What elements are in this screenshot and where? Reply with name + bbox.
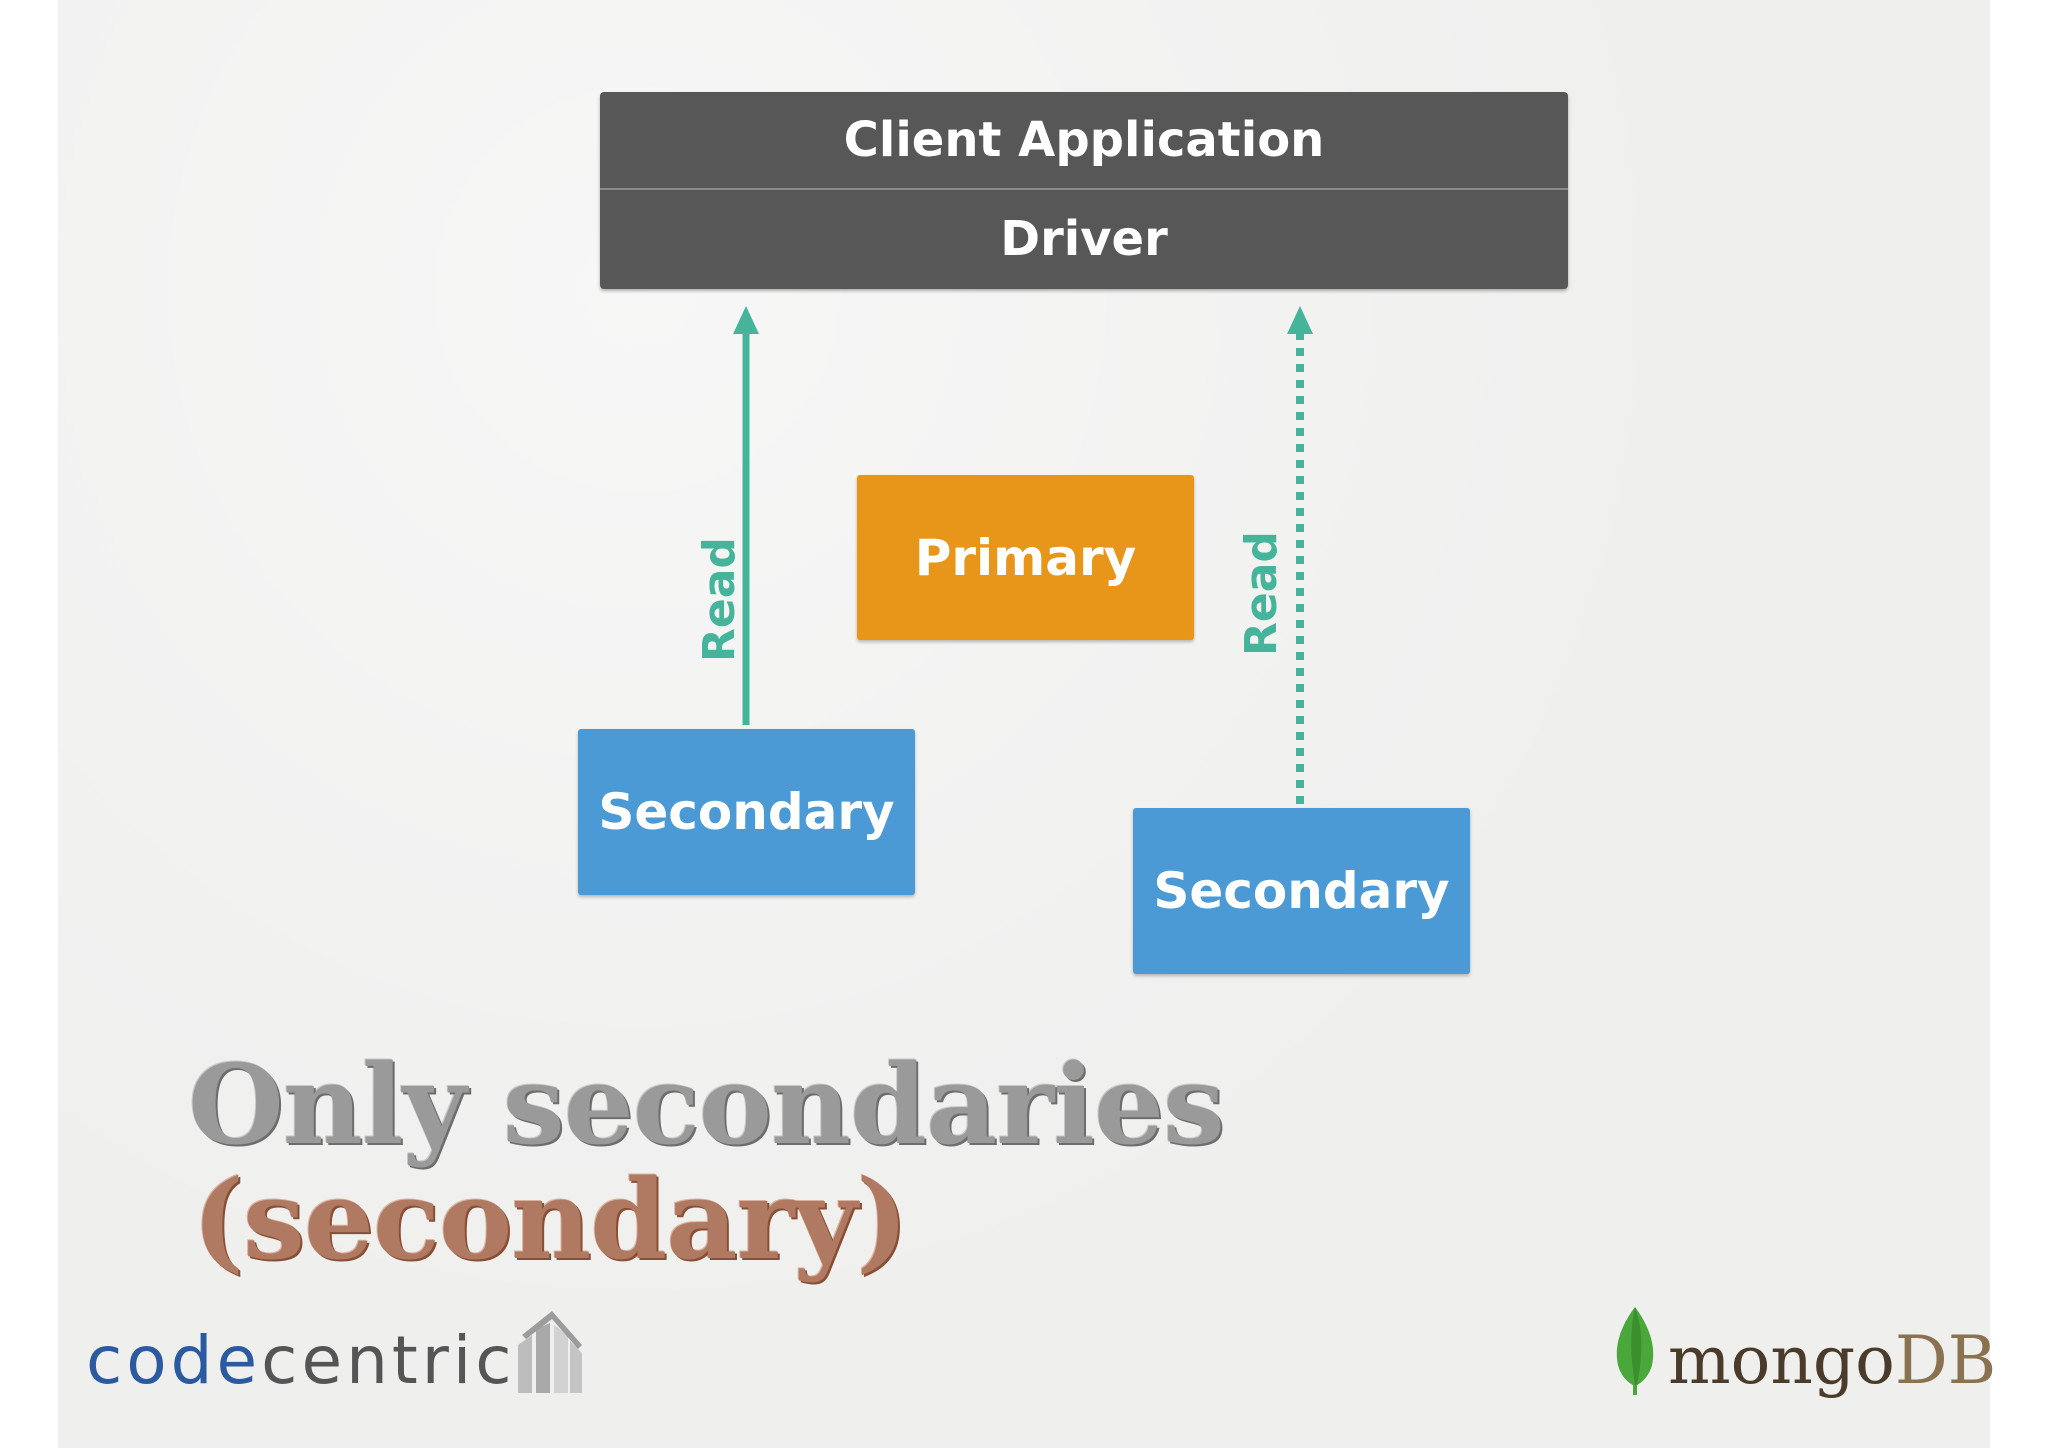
codecentric-logo: codecentric	[86, 1322, 516, 1399]
mongodb-logo: mongoDB	[1668, 1322, 1996, 1399]
mongodb-leaf-icon	[1616, 1307, 1654, 1395]
slide-title-line1: Only secondaries	[188, 1040, 1225, 1169]
secondary-node-right: Secondary	[1133, 808, 1470, 974]
codecentric-mark-icon	[518, 1311, 582, 1393]
left-read-arrowhead	[733, 306, 759, 334]
right-read-label: Read	[1236, 531, 1287, 656]
client-box-divider	[600, 188, 1568, 190]
secondary-node-left: Secondary	[578, 729, 915, 895]
slide-title-line2: (secondary)	[192, 1155, 908, 1284]
mongodb-logo-part2: DB	[1894, 1322, 1997, 1399]
driver-label: Driver	[1000, 211, 1168, 267]
client-application-label: Client Application	[843, 112, 1325, 168]
client-application-box: Client Application Driver	[600, 92, 1568, 289]
right-read-arrowhead	[1287, 306, 1313, 334]
codecentric-logo-part2: centric	[261, 1322, 516, 1399]
primary-node: Primary	[857, 475, 1194, 640]
codecentric-logo-part1: code	[86, 1322, 262, 1399]
mongodb-logo-part1: mongo	[1668, 1322, 1895, 1399]
slide: Client Application Driver	[58, 0, 1990, 1448]
left-read-label: Read	[694, 537, 745, 662]
